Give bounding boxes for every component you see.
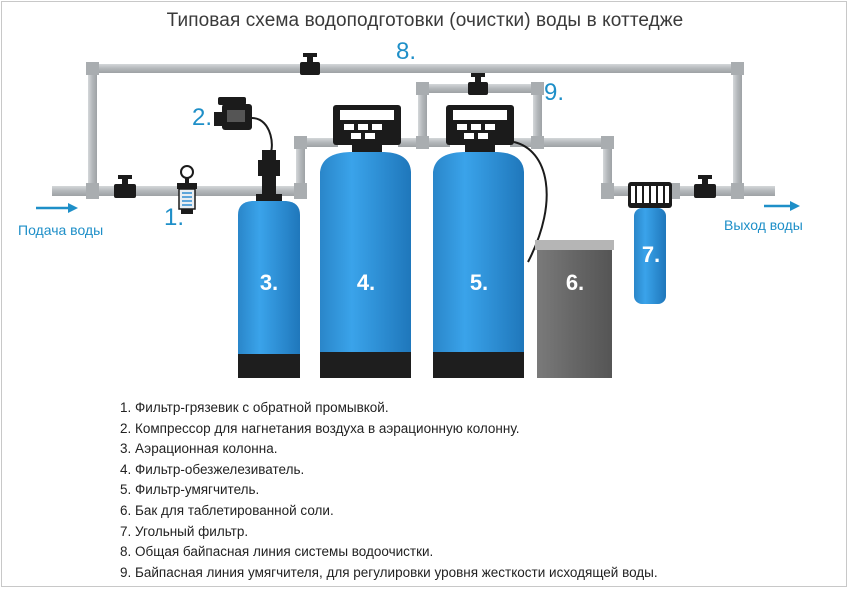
- legend-item: 6. Бак для таблетированной соли.: [120, 502, 334, 518]
- pipe-down-to-7: [603, 138, 612, 194]
- bypass-8-left-riser: [88, 64, 97, 192]
- valve-icon: [468, 73, 488, 95]
- legend-item: 5. Фильтр-умягчитель.: [120, 482, 260, 498]
- fitting: [601, 136, 614, 149]
- fitting: [670, 183, 680, 199]
- fitting: [294, 136, 307, 149]
- fitting: [86, 183, 99, 199]
- legend-item: 3. Аэрационная колонна.: [120, 441, 278, 457]
- legend-item: 8. Общая байпасная линия системы водоочи…: [120, 544, 434, 560]
- label-1: 1.: [164, 204, 185, 231]
- main-pipe-right: [603, 186, 775, 196]
- bypass-9-right-riser: [533, 84, 542, 146]
- fitting: [731, 62, 744, 75]
- fitting: [531, 82, 544, 95]
- label-7: 7.: [641, 242, 661, 267]
- sediment-filter-icon: [177, 165, 197, 214]
- fitting: [294, 183, 307, 199]
- carbon-filter-7: [628, 182, 672, 304]
- pipe-5-out: [510, 138, 612, 147]
- fitting: [601, 183, 614, 199]
- fitting: [731, 183, 744, 199]
- inlet-arrow-icon: [36, 203, 78, 213]
- inlet-label: Подача воды: [18, 222, 104, 238]
- label-6: 6.: [565, 270, 585, 295]
- label-5: 5.: [469, 270, 489, 295]
- legend-item: 9. Байпасная линия умягчителя, для регул…: [120, 564, 658, 580]
- bypass-8-right-riser: [733, 64, 742, 192]
- legend-list: 1. Фильтр-грязевик с обратной промывкой.…: [120, 398, 658, 583]
- valve-icon: [694, 175, 716, 198]
- label-2: 2.: [192, 104, 213, 131]
- fitting: [416, 136, 429, 149]
- label-3: 3.: [259, 270, 279, 295]
- bypass-9-left-riser: [418, 84, 427, 146]
- fitting: [86, 62, 99, 75]
- label-8: 8.: [396, 38, 417, 65]
- fitting: [531, 136, 544, 149]
- label-9: 9.: [544, 79, 565, 106]
- legend-item: 1. Фильтр-грязевик с обратной промывкой.: [120, 400, 389, 415]
- bypass-8-pipe: [88, 64, 742, 73]
- legend-item: 4. Фильтр-обезжелезиватель.: [120, 461, 305, 477]
- diagram-title: Типовая схема водоподготовки (очистки) в…: [166, 10, 684, 31]
- salt-tank-6: [535, 240, 614, 378]
- outlet-label: Выход воды: [724, 217, 803, 233]
- label-4: 4.: [356, 270, 376, 295]
- pipe-top-tank4: [296, 138, 338, 147]
- outlet-arrow-icon: [764, 201, 800, 211]
- pipes: [52, 62, 775, 199]
- iron-filter-4: [320, 105, 411, 378]
- legend-item: 2. Компрессор для нагнетания воздуха в а…: [120, 420, 520, 436]
- main-pipe-left: [52, 186, 300, 196]
- pipe-to-tank4: [296, 138, 305, 194]
- valve-icon: [300, 53, 320, 75]
- aeration-column-3: [238, 150, 300, 378]
- fitting: [416, 82, 429, 95]
- softener-5: [433, 105, 548, 378]
- valve-icon: [114, 175, 136, 198]
- legend-item: 7. Угольный фильтр.: [120, 523, 249, 539]
- compressor-icon: [214, 97, 273, 159]
